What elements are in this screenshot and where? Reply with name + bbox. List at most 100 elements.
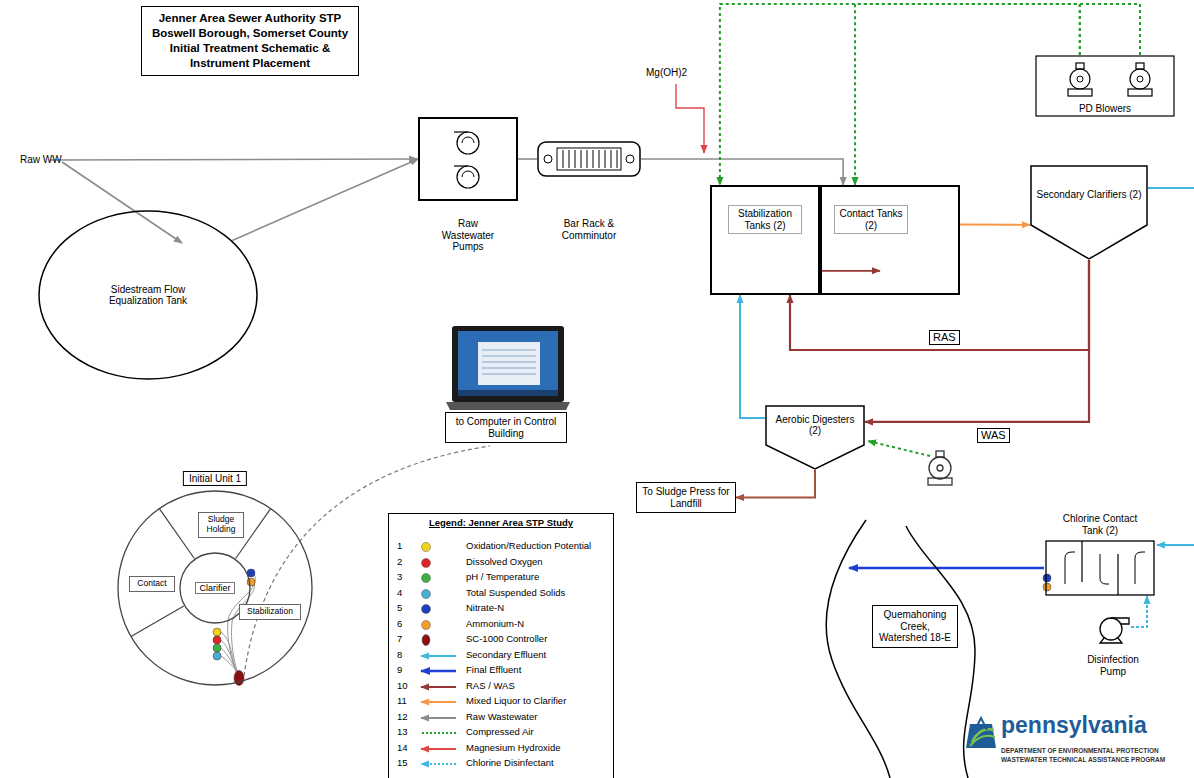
node-label: Aerobic Digesters (2) [771, 414, 859, 437]
shape-outline [418, 117, 518, 201]
raw-wastewater-line [62, 162, 182, 243]
label-slot: Mixed Liquor to Clarifier [466, 696, 566, 707]
flow-connector [232, 159, 418, 240]
agency-name: DEPARTMENT OF ENVIRONMENTAL PROTECTION [1001, 747, 1159, 754]
node-label: Stabilization [243, 607, 297, 617]
label-slot: pennsylvania [1001, 712, 1147, 738]
callout-number: 2 [397, 557, 402, 568]
pump-housing [419, 118, 517, 200]
label-slot: WASTEWATER TECHNICAL ASSISTANCE PROGRAM [1001, 756, 1165, 763]
label-slot: 4 [397, 588, 402, 599]
compressed-air-line [868, 441, 930, 456]
callout-number: 4 [397, 588, 402, 599]
swatch-slot [418, 603, 458, 615]
flow-connector [865, 260, 1089, 422]
clarifier-outline [766, 406, 864, 469]
node-label: Chlorine Contact Tank (2) [1058, 513, 1142, 536]
shape-outline [710, 185, 820, 295]
label-slot: Bar Rack & Comminutor [553, 218, 625, 241]
legend-text: Magnesium Hydroxide [466, 743, 561, 754]
pump-symbol [454, 131, 468, 132]
agency-name: WASTEWATER TECHNICAL ASSISTANCE PROGRAM [1001, 756, 1165, 763]
bar-rack-bar [581, 150, 582, 168]
legend-text: Ammonium-N [466, 619, 524, 630]
callout-number: 1 [397, 541, 402, 552]
zone-divider [159, 509, 194, 559]
laptop-picture [478, 342, 540, 385]
pump-symbol [457, 132, 479, 154]
digester-blower-icon [937, 465, 943, 471]
legend-swatch [418, 743, 458, 755]
bar-rack-bar [575, 150, 576, 168]
node-label: Sidestream Flow Equalization Tank [88, 284, 208, 307]
legend-title: Legend: Jenner Area STP Study [388, 518, 614, 529]
blower-house: PD Blowers [1035, 55, 1175, 117]
baffle [1082, 541, 1118, 595]
flow-arrow [1100, 554, 1109, 584]
probe-dots [213, 652, 221, 660]
node-label: To Sludge Press for Landfill [641, 486, 731, 509]
final-effluent-line [849, 567, 1044, 570]
legend-text: Raw Wastewater [466, 712, 537, 723]
callout-number: 12 [397, 712, 408, 723]
laptop-picture [458, 331, 558, 396]
label-slot: Stabilization Tanks (2) [728, 205, 802, 234]
line-swatch [421, 701, 456, 703]
callout-number: 9 [397, 665, 402, 676]
tank-wall [821, 186, 959, 294]
node-label: Contact [133, 579, 171, 589]
secondary-effluent-line [1148, 188, 1194, 545]
legend-box [388, 513, 614, 778]
pump-symbol [1100, 638, 1122, 643]
probe-dots [213, 628, 221, 636]
label-slot: Magnesium Hydroxide [466, 743, 561, 754]
secondary-clarifier: Secondary Clarifiers (2) [1030, 165, 1148, 260]
probe-wiring [221, 640, 237, 672]
flow-arrow [1065, 552, 1075, 584]
label-slot: DEPARTMENT OF ENVIRONMENTAL PROTECTION [1001, 747, 1159, 754]
label-slot: Raw Wastewater [466, 712, 537, 723]
probe-wiring [221, 656, 238, 672]
legend-text: Secondary Effluent [466, 650, 546, 661]
clarifier-outline [1031, 166, 1147, 259]
line-swatch [421, 763, 456, 765]
legend-swatch [418, 712, 458, 724]
tank-wall [711, 186, 819, 294]
label-slot: 6 [397, 619, 402, 630]
laptop-picture [458, 390, 558, 396]
legend-swatch [418, 588, 458, 600]
label-slot: 15 [397, 758, 408, 769]
bar-rack-bar [587, 150, 588, 168]
label-slot: Oxidation/Reduction Potential [466, 541, 591, 552]
bar-rack-outline [538, 142, 640, 176]
label-slot: 3 [397, 572, 402, 583]
label-slot: 2 [397, 557, 402, 568]
raw-wastewater-line [50, 159, 417, 243]
blower-symbol [1136, 63, 1144, 69]
agency-logo-mark [975, 718, 987, 730]
label-slot: 1 [397, 541, 402, 552]
creek-banks [826, 520, 890, 778]
flow-connector [1131, 596, 1147, 627]
comminutor-drum [626, 155, 634, 163]
label-slot: 10 [397, 681, 408, 692]
probe-swatch [422, 543, 431, 552]
label-slot: PD Blowers [1035, 103, 1175, 115]
chlorine-tank-probes [1043, 574, 1051, 591]
label-slot: Secondary Clarifiers (2) [1030, 165, 1148, 225]
label-slot: pH / Temperature [466, 572, 539, 583]
swatch-slot [418, 634, 458, 646]
line-swatch [421, 732, 456, 734]
flow-connector [790, 260, 1089, 350]
flow-label: Mg(OH)2 [646, 67, 687, 79]
legend-text: Chlorine Disinfectant [466, 758, 554, 769]
bar-rack-bar [611, 150, 612, 168]
callout-number: 7 [397, 634, 402, 645]
swatch-slot [418, 743, 458, 755]
edge-label-box: RAS [929, 330, 960, 345]
pilot-unit: Initial Unit 1Sludge HoldingClarifierCon… [117, 490, 313, 686]
label-slot: RAS / WAS [466, 681, 515, 692]
label-slot: 9 [397, 665, 402, 676]
pump-symbol [1100, 618, 1122, 640]
flow-label: Raw WW [20, 154, 62, 166]
